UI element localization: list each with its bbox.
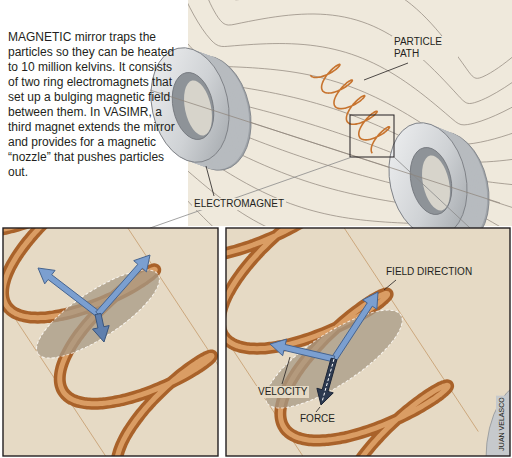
- electromagnet-rings: [141, 40, 500, 253]
- zoom-line: [394, 157, 470, 228]
- part-label: FIELD DIRECTION: [384, 266, 474, 278]
- inset-frame: [226, 228, 510, 456]
- force-arrow: [317, 358, 337, 405]
- particle-ribbon-highlight: [226, 228, 448, 456]
- caption: MAGNETIC mirror traps the particles so t…: [8, 30, 184, 180]
- field-lines: [188, 0, 512, 226]
- field-arrow: [331, 292, 378, 361]
- part-label: ELECTROMAGNET: [192, 198, 286, 210]
- velocity-arrow: [270, 339, 335, 362]
- vector-arrow: [93, 313, 110, 342]
- zoom-line: [150, 157, 352, 228]
- orbit-disc: [25, 255, 171, 373]
- particle-ribbon-highlight: [3, 228, 212, 456]
- particle-ribbon: [3, 228, 212, 456]
- field-axis: [150, 90, 500, 203]
- zoom-box: [350, 115, 394, 157]
- inset-right: [226, 228, 510, 456]
- field-line: [188, 38, 512, 226]
- part-label: PARTICLE PATH: [392, 36, 458, 60]
- inset-frame: [3, 228, 218, 456]
- ring-corner: [486, 380, 510, 456]
- vector-arrow: [96, 255, 150, 316]
- leader-line: [384, 280, 396, 290]
- part-label: VELOCITY: [256, 386, 309, 398]
- force-projection: [322, 359, 334, 402]
- particle-ribbon: [226, 228, 448, 456]
- part-label: FORCE: [298, 413, 337, 425]
- field-line: [190, 0, 512, 78]
- inset-panel: [3, 228, 218, 456]
- leader-line: [206, 166, 214, 196]
- ring-hole-view: [179, 78, 216, 138]
- leader-line: [364, 63, 408, 80]
- vector-arrow: [38, 268, 100, 316]
- orbit-disc: [253, 294, 415, 425]
- inset-left: [3, 228, 218, 456]
- ring-hole-view: [417, 153, 454, 213]
- credit: JUAN VELASCO: [496, 395, 508, 452]
- leader-line: [282, 357, 290, 384]
- leader-line: [316, 407, 320, 412]
